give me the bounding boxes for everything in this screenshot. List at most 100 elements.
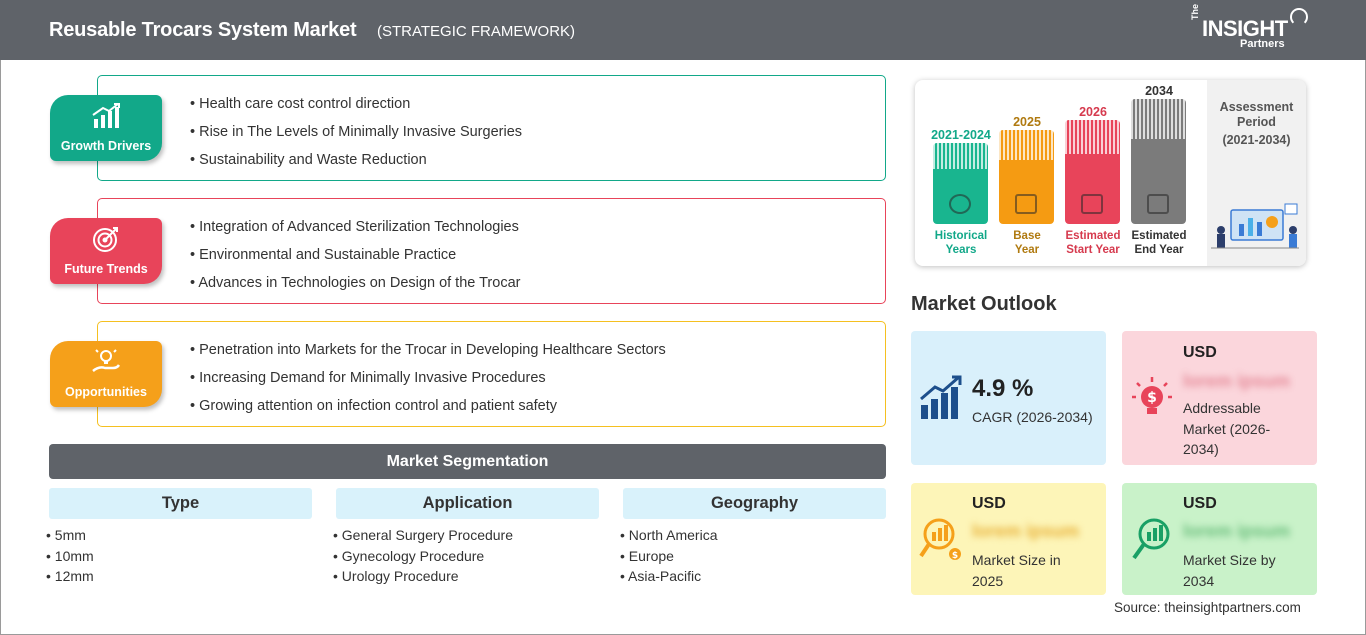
history-icon	[949, 194, 971, 214]
cagr-value: 4.9 %	[972, 375, 1034, 402]
growth-drivers-box: Health care cost control direction Rise …	[97, 75, 886, 181]
page-subtitle: (STRATEGIC FRAMEWORK)	[377, 23, 576, 40]
segment-header-application: Application	[336, 488, 599, 519]
list-item: Environmental and Sustainable Practice	[190, 241, 520, 269]
size-2034-currency: USD	[1183, 495, 1217, 512]
calendar-icon	[1015, 194, 1037, 214]
addressable-value: lorem ipsum	[1183, 371, 1291, 391]
magnifier-chart-icon	[1132, 518, 1170, 560]
svg-text:$: $	[1147, 390, 1157, 406]
logo-the-text: The	[1190, 3, 1200, 20]
timeline-year: 2026	[1079, 105, 1107, 119]
future-trends-label: Future Trends	[64, 262, 148, 276]
growth-drivers-list: Health care cost control direction Rise …	[190, 90, 522, 174]
size-2034-desc: Market Size by 2034	[1183, 550, 1276, 591]
opportunities-list: Penetration into Markets for the Trocar …	[190, 336, 666, 420]
addressable-market-card: $ USD lorem ipsum Addressable Market (20…	[1122, 331, 1317, 465]
size-2034-desc-line2: 2034	[1183, 572, 1215, 589]
segment-list-type: 5mm 10mm 12mm	[46, 525, 94, 587]
list-item: Urology Procedure	[333, 566, 513, 587]
assessment-title-line2: Period	[1237, 115, 1276, 129]
timeline-year: 2021-2024	[931, 128, 991, 142]
size-2025-currency: USD	[972, 495, 1006, 512]
list-item: North America	[620, 525, 718, 546]
logo-main-text: INSIGHT	[1202, 16, 1288, 41]
assessment-title-line1: Assessment	[1219, 100, 1294, 114]
logo-partners-text: Partners	[1240, 38, 1285, 50]
size-2025-value: lorem ipsum	[972, 521, 1080, 541]
magnifier-chart-icon: $	[919, 518, 961, 561]
segment-list-geography: North America Europe Asia-Pacific	[620, 525, 718, 587]
size-2025-desc: Market Size in 2025	[972, 550, 1061, 591]
list-item: Integration of Advanced Sterilization Te…	[190, 213, 520, 241]
logo-arc-icon	[1290, 8, 1308, 26]
list-item: Rise in The Levels of Minimally Invasive…	[190, 118, 522, 146]
bar-stripes	[999, 130, 1054, 160]
presentation-icon	[1081, 194, 1103, 214]
analytics-people-icon	[1211, 203, 1299, 249]
list-item: Advances in Technologies on Design of th…	[190, 269, 520, 297]
money-bulb-icon: $	[1132, 377, 1172, 414]
size-2034-desc-line1: Market Size by	[1183, 552, 1276, 568]
size-2025-desc-line1: Market Size in	[972, 552, 1061, 568]
assessment-period-panel: Assessment Period (2021-2034)	[1207, 80, 1306, 266]
header-bar: Reusable Trocars System Market (STRATEGI…	[0, 0, 1366, 60]
segment-list-application: General Surgery Procedure Gynecology Pro…	[333, 525, 513, 587]
opportunities-badge: Opportunities	[50, 341, 162, 407]
idea-hand-icon	[92, 349, 121, 372]
timeline-bar	[1131, 99, 1186, 224]
size-2025-desc-line2: 2025	[972, 572, 1004, 589]
monitor-icon	[1147, 194, 1169, 214]
insight-partners-logo[interactable]: The INSIGHT Partners	[1190, 4, 1320, 54]
segment-header-type: Type	[49, 488, 312, 519]
growth-chart-icon	[92, 103, 120, 128]
source-credit: Source: theinsightpartners.com	[1114, 600, 1301, 615]
target-icon	[93, 227, 118, 252]
segment-header-geography: Geography	[623, 488, 886, 519]
opportunities-box: Penetration into Markets for the Trocar …	[97, 321, 886, 427]
list-item: 10mm	[46, 546, 94, 567]
segmentation-title: Market Segmentation	[49, 444, 886, 479]
market-size-2025-card: $ USD lorem ipsum Market Size in 2025	[911, 483, 1106, 595]
cagr-card: 4.9 % CAGR (2026-2034)	[911, 331, 1106, 465]
timeline-bar	[1065, 120, 1120, 224]
market-outlook-title: Market Outlook	[911, 293, 1057, 315]
list-item: Penetration into Markets for the Trocar …	[190, 336, 666, 364]
growth-drivers-label: Growth Drivers	[60, 139, 152, 153]
bar-stripes	[933, 143, 988, 169]
future-trends-list: Integration of Advanced Sterilization Te…	[190, 213, 520, 297]
list-item: General Surgery Procedure	[333, 525, 513, 546]
bar-stripes	[1131, 99, 1186, 139]
size-2034-value: lorem ipsum	[1183, 521, 1291, 541]
opportunities-label: Opportunities	[65, 385, 147, 399]
list-item: Growing attention on infection control a…	[190, 392, 666, 420]
list-item: Sustainability and Waste Reduction	[190, 146, 522, 174]
future-trends-badge: Future Trends	[50, 218, 162, 284]
addressable-currency: USD	[1183, 344, 1217, 361]
growth-chart-icon	[920, 375, 962, 419]
timeline-bar	[933, 143, 988, 224]
page-title: Reusable Trocars System Market	[49, 19, 357, 41]
list-item: Gynecology Procedure	[333, 546, 513, 567]
future-trends-box: Integration of Advanced Sterilization Te…	[97, 198, 886, 304]
timeline-bar	[999, 130, 1054, 224]
list-item: Health care cost control direction	[190, 90, 522, 118]
growth-drivers-badge: Growth Drivers	[50, 95, 162, 161]
list-item: Europe	[620, 546, 718, 567]
bar-stripes	[1065, 120, 1120, 154]
list-item: Asia-Pacific	[620, 566, 718, 587]
addressable-desc: Addressable Market (2026- 2034)	[1183, 398, 1270, 460]
addressable-desc-line1: Addressable	[1183, 400, 1261, 416]
list-item: 5mm	[46, 525, 94, 546]
cagr-label: CAGR (2026-2034)	[972, 409, 1093, 425]
assessment-title: Assessment Period	[1207, 100, 1306, 130]
timeline-year: 2025	[1013, 115, 1041, 129]
list-item: 12mm	[46, 566, 94, 587]
list-item: Increasing Demand for Minimally Invasive…	[190, 364, 666, 392]
timeline-year: 2034	[1145, 84, 1173, 98]
market-size-2034-card: USD lorem ipsum Market Size by 2034	[1122, 483, 1317, 595]
assessment-period: (2021-2034)	[1222, 133, 1291, 147]
